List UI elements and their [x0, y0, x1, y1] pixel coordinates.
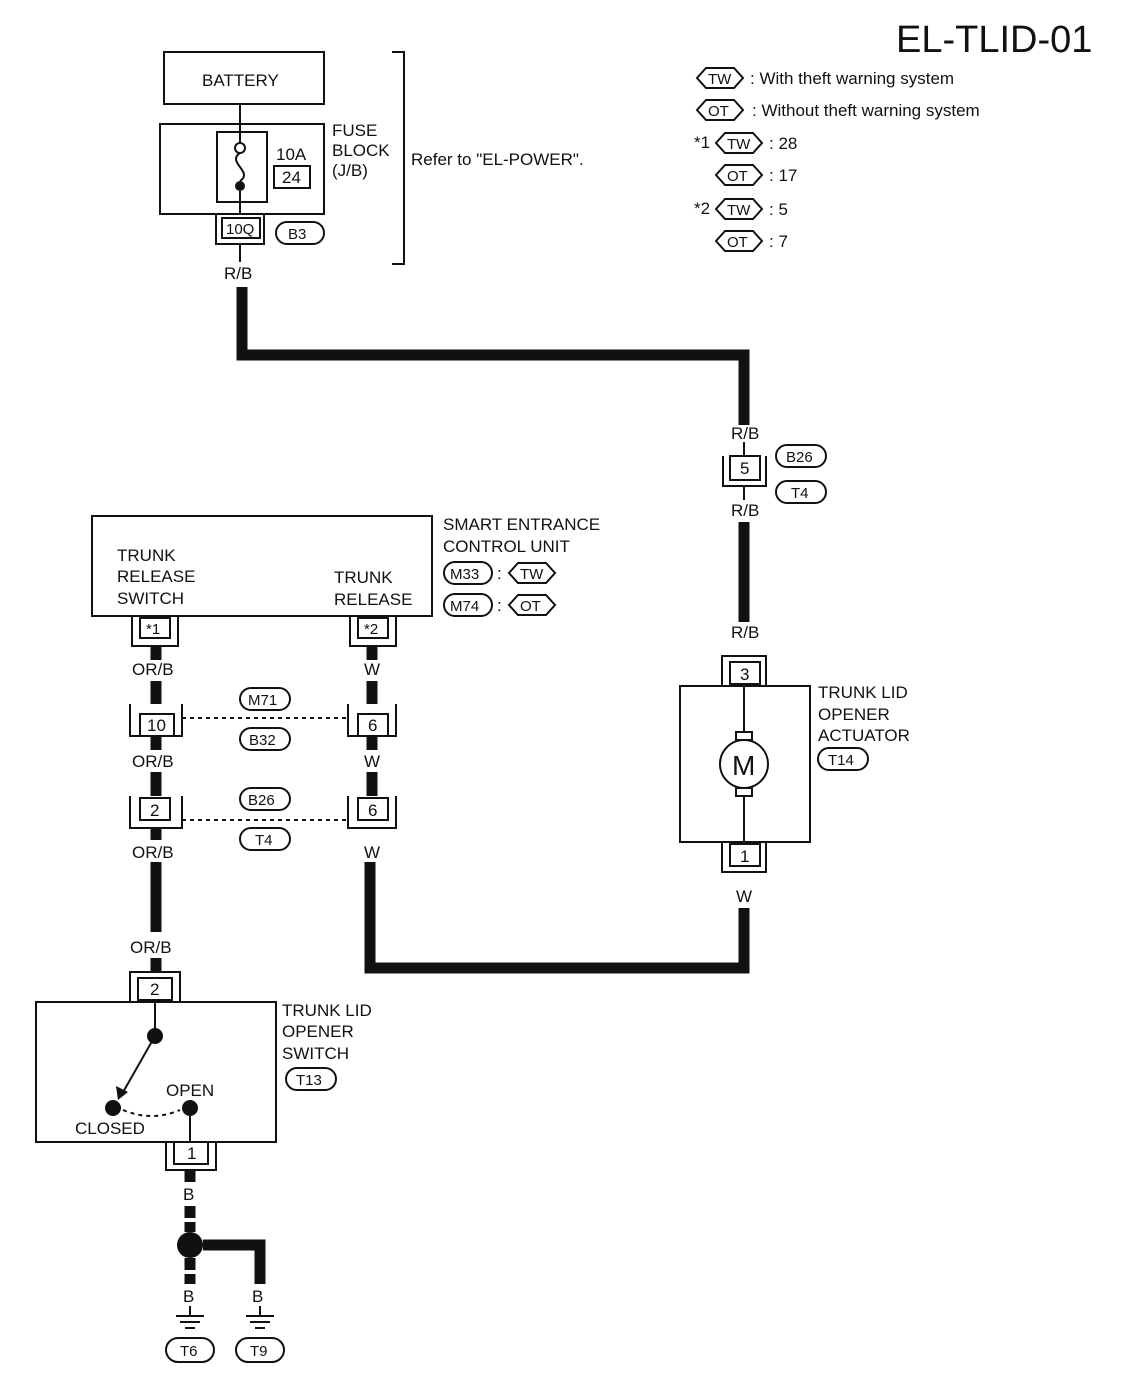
- fuse-block-line2: BLOCK: [332, 141, 390, 160]
- fuse-terminal: 10Q: [226, 221, 254, 238]
- switch-closed-contact: [105, 1100, 121, 1116]
- smart-entrance-conn-tw: M33: [450, 566, 479, 583]
- battery-box: [163, 51, 325, 105]
- note1-ot-tag: OT: [727, 168, 748, 185]
- smart-entrance-pin-left: *1: [146, 621, 160, 638]
- trunk-release-switch-line3: SWITCH: [117, 589, 184, 608]
- trunk-release-switch-line1: TRUNK: [117, 546, 176, 565]
- actuator-connector-tag: T14: [828, 752, 854, 769]
- trunk-release-line2: RELEASE: [334, 590, 412, 609]
- joint-b26-conn2: T4: [255, 832, 273, 849]
- motor-label: M: [732, 750, 755, 781]
- wire-color-rb-3: R/B: [731, 501, 759, 520]
- note1-mark: *1: [694, 133, 710, 152]
- top-joint-conn2: T4: [791, 485, 809, 502]
- actuator-pin-top: 3: [740, 665, 749, 684]
- legend-ot-tag: OT: [708, 103, 729, 120]
- wire-rb-fuse-to-joint: [236, 287, 750, 425]
- joint-b26-pin-left: 2: [150, 801, 159, 820]
- wire-color-rb-2: R/B: [731, 424, 759, 443]
- fuse-number: 24: [282, 168, 301, 187]
- switch-arm: [121, 1035, 156, 1095]
- wire-color-b-3: B: [252, 1287, 263, 1306]
- note2-ot-value: : 7: [769, 232, 788, 251]
- top-joint-conn1: B26: [786, 449, 813, 466]
- joint-b26-conn1: B26: [248, 792, 275, 809]
- actuator-line1: TRUNK LID: [818, 683, 908, 702]
- wire-color-w-2: W: [364, 752, 380, 771]
- wire-color-b-1: B: [183, 1185, 194, 1204]
- wire-color-w-3: W: [364, 843, 380, 862]
- diagram-title: EL-TLID-01: [896, 19, 1092, 61]
- refer-bracket: [392, 51, 405, 265]
- battery-label: BATTERY: [202, 71, 279, 90]
- smart-entrance-box: [91, 515, 433, 617]
- note2-tw-value: : 5: [769, 200, 788, 219]
- ground-right-tag: T9: [250, 1343, 268, 1360]
- trunk-release-switch-line2: RELEASE: [117, 567, 195, 586]
- switch-line3: SWITCH: [282, 1044, 349, 1063]
- wire-color-orb-2: OR/B: [132, 752, 174, 771]
- switch-open-label: OPEN: [166, 1081, 214, 1100]
- fuse-block-line3: (J/B): [332, 161, 368, 180]
- joint-m71-conn1: M71: [248, 692, 277, 709]
- smart-entrance-ot-tag: OT: [520, 598, 541, 615]
- top-joint-pin: 5: [740, 459, 749, 478]
- joint-m71-conn2: B32: [249, 732, 276, 749]
- switch-line2: OPENER: [282, 1022, 354, 1041]
- ground-icon: [176, 1306, 204, 1329]
- note2-mark: *2: [694, 199, 710, 218]
- smart-entrance-pin-right: *2: [364, 621, 378, 638]
- legend: TW : With theft warning system OT : With…: [694, 67, 980, 252]
- switch-arrow-icon: [116, 1086, 128, 1100]
- switch-pin-bottom: 1: [187, 1144, 196, 1163]
- fuse-amp: 10A: [276, 145, 307, 164]
- wire-color-rb-4: R/B: [731, 623, 759, 642]
- fuse-connector-tag: B3: [288, 226, 306, 243]
- ground-splice: [177, 1232, 203, 1258]
- wire-color-orb-1: OR/B: [132, 660, 174, 679]
- ground-left-tag: T6: [180, 1343, 198, 1360]
- actuator-line3: ACTUATOR: [818, 726, 910, 745]
- smart-entrance-name-line2: CONTROL UNIT: [443, 537, 570, 556]
- smart-entrance-sep-1: :: [497, 564, 502, 583]
- wire-color-w-1: W: [364, 660, 380, 679]
- legend-tw-text: : With theft warning system: [750, 69, 954, 88]
- wire-b-to-t9: [203, 1239, 266, 1284]
- wire-color-orb-3: OR/B: [132, 843, 174, 862]
- joint-b26-pin-right: 6: [368, 801, 377, 820]
- switch-pin-top: 2: [150, 980, 159, 999]
- wire-color-w-actuator: W: [736, 887, 752, 906]
- note1-ot-value: : 17: [769, 166, 797, 185]
- switch-line1: TRUNK LID: [282, 1001, 372, 1020]
- trunk-release-line1: TRUNK: [334, 568, 393, 587]
- actuator-pin-bottom: 1: [740, 847, 749, 866]
- note2-tw-tag: TW: [727, 202, 751, 219]
- actuator-line2: OPENER: [818, 705, 890, 724]
- smart-entrance-name-line1: SMART ENTRANCE: [443, 515, 600, 534]
- note1-tw-tag: TW: [727, 136, 751, 153]
- fuse-icon: [235, 152, 245, 182]
- wire-w-actuator-to-joint: [364, 862, 750, 974]
- wire-color-b-2: B: [183, 1287, 194, 1306]
- ground-icon: [246, 1306, 274, 1329]
- note1-tw-value: : 28: [769, 134, 797, 153]
- joint-m71-pin-left: 10: [147, 716, 166, 735]
- smart-entrance-tw-tag: TW: [520, 566, 544, 583]
- switch-open-contact: [182, 1100, 198, 1116]
- switch-connector-tag: T13: [296, 1072, 322, 1089]
- switch-closed-label: CLOSED: [75, 1119, 145, 1138]
- fuse-block-line1: FUSE: [332, 121, 377, 140]
- wire-color-orb-4: OR/B: [130, 938, 172, 957]
- refer-text: Refer to "EL-POWER".: [411, 150, 584, 169]
- smart-entrance-conn-ot: M74: [450, 598, 479, 615]
- wire-color-rb-1: R/B: [224, 264, 252, 283]
- joint-m71-pin-right: 6: [368, 716, 377, 735]
- legend-tw-tag: TW: [708, 71, 732, 88]
- smart-entrance-sep-2: :: [497, 596, 502, 615]
- note2-ot-tag: OT: [727, 234, 748, 251]
- legend-ot-text: : Without theft warning system: [752, 101, 980, 120]
